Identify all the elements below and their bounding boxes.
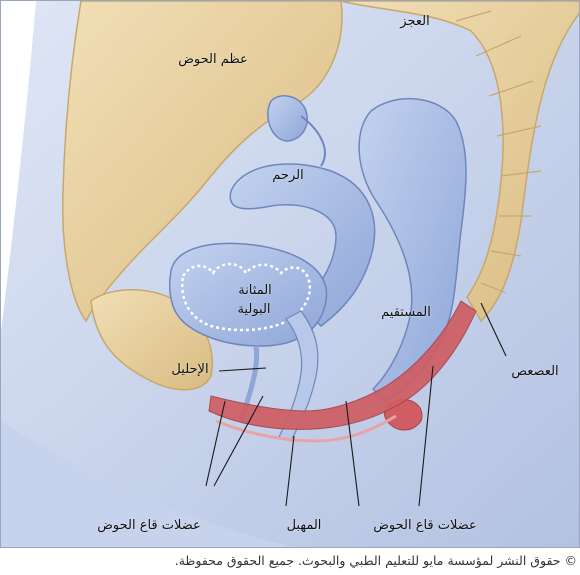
label-urethra: الإحليل [171,363,208,377]
label-bladder-line1: المثانة [238,284,272,298]
label-pelvic-floor-right: عضلات قاع الحوض [373,519,477,533]
label-uterus: الرحم [272,169,303,183]
label-rectum: المستقيم [381,306,431,320]
anatomy-illustration [1,1,580,548]
pelvic-anatomy-figure: العجز عظم الحوض الرحم المثانة البولية ال… [0,0,580,548]
label-bladder-line2: البولية [237,303,270,317]
label-sacrum: العجز [400,15,429,29]
label-coccyx: العصعص [511,365,558,379]
label-pelvic-bone: عظم الحوض [178,53,248,67]
label-vagina: المهبل [287,519,322,533]
copyright-notice: © حقوق النشر لمؤسسة مايو للتعليم الطبي و… [0,553,577,568]
ovary [268,96,307,141]
label-pelvic-floor-left: عضلات قاع الحوض [97,519,201,533]
